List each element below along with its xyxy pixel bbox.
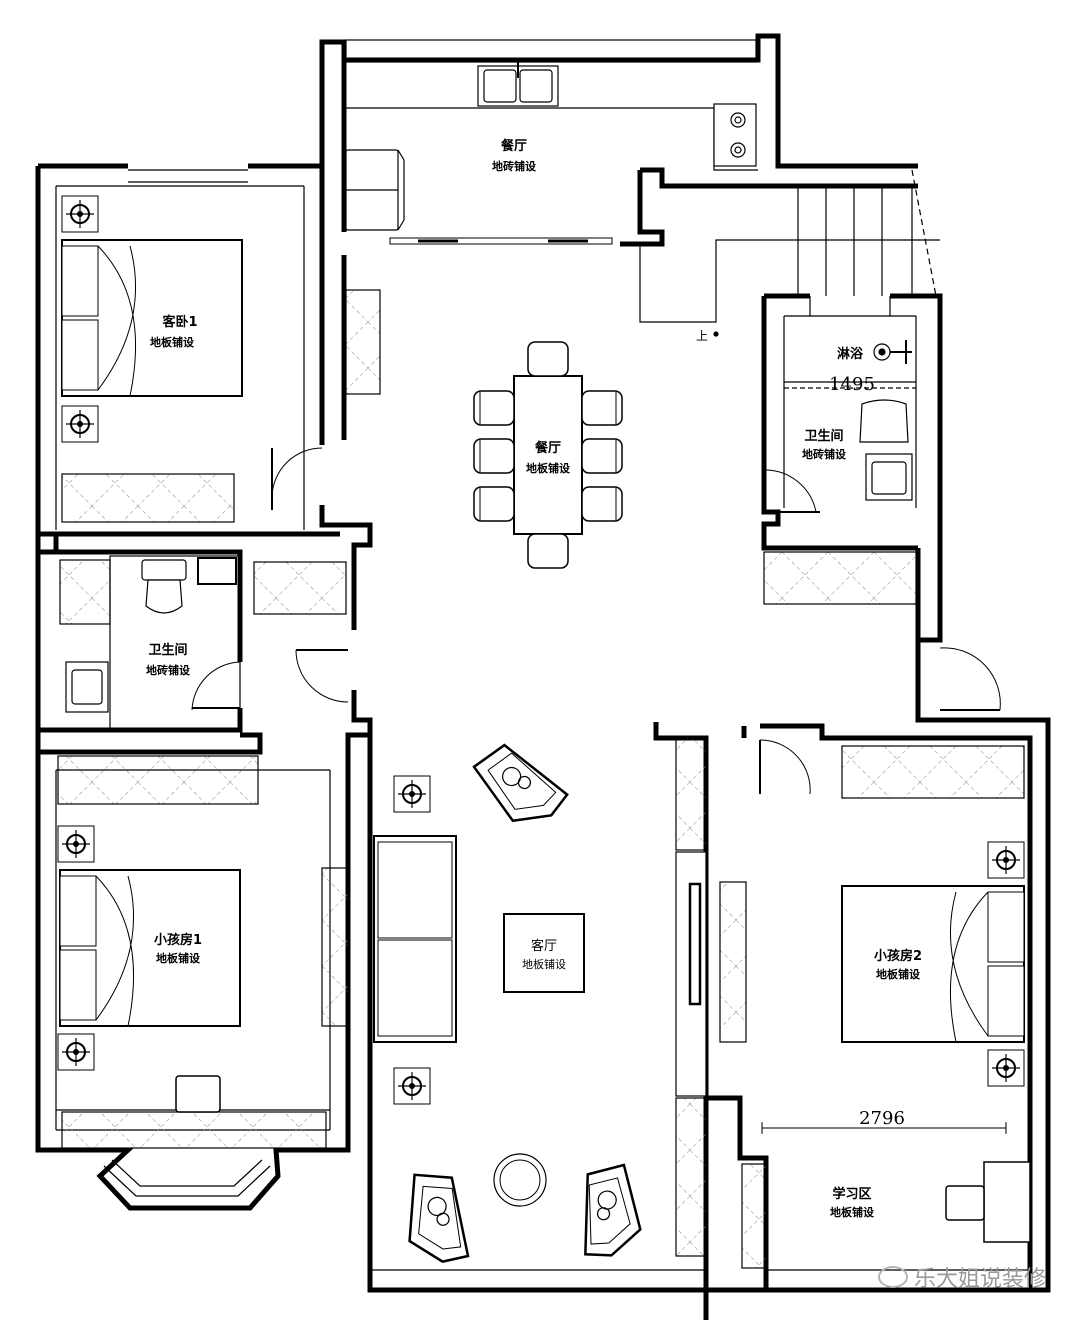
kitchen-fixtures: [344, 62, 758, 231]
walls: [35, 33, 1051, 1320]
bath-left-name: 卫生间: [148, 642, 187, 658]
living-name: 客厅: [531, 938, 557, 954]
staircase: [639, 169, 940, 337]
dining-table: [473, 341, 623, 569]
bath-right-fixtures: [859, 340, 913, 501]
living-floor: 地板铺设: [522, 957, 566, 971]
stairs-up-label: 上: [696, 329, 708, 343]
kid-room-1-name: 小孩房1: [154, 932, 202, 948]
study-width-dimension: 2796: [859, 1108, 905, 1129]
guest-bedroom-floor: 地板铺设: [150, 335, 195, 349]
kitchen-floor: 地砖铺设: [492, 159, 537, 173]
dining-name: 餐厅: [534, 440, 561, 456]
bath-right-floor: 地砖铺设: [802, 447, 847, 461]
bath-left-fixtures: [65, 555, 241, 731]
side-table: [493, 1153, 547, 1207]
dimension-lines: [761, 1122, 1007, 1134]
kid-room-1-floor: 地板铺设: [156, 951, 201, 965]
guest-bed: [61, 239, 243, 397]
bath-right-name: 卫生间: [804, 428, 843, 444]
kid-room-2-floor: 地板铺设: [876, 967, 921, 981]
watermark: 乐大姐说装修: [877, 1261, 1046, 1293]
study-name: 学习区: [832, 1186, 871, 1202]
shower-name: 淋浴: [837, 346, 864, 362]
watermark-text: 乐大姐说装修: [913, 1267, 1046, 1292]
dining-floor: 地板铺设: [526, 461, 571, 475]
kitchen-name: 餐厅: [500, 138, 527, 154]
desk-chairs: [175, 1075, 1031, 1243]
bath-left-floor: 地砖铺设: [146, 663, 191, 677]
bath-width-dimension: 1495: [829, 374, 875, 395]
sliding-door: [389, 237, 613, 245]
kid-bed-2: [841, 885, 1025, 1043]
guest-bedroom-name: 客卧1: [162, 314, 197, 330]
sofa: [373, 835, 457, 1043]
coffee-table: [503, 913, 585, 993]
cabinets: [57, 289, 1025, 1269]
wechat-icon: [877, 1266, 908, 1288]
kid-room-2-name: 小孩房2: [874, 948, 922, 964]
study-floor: 地板铺设: [830, 1205, 875, 1219]
swing-doors: [191, 447, 1001, 795]
room-labels: 餐厅 地砖铺设 客卧1 地板铺设 餐厅 地板铺设 卫生间 地砖铺设 淋浴 149…: [146, 138, 922, 1219]
kid-bed-1: [59, 869, 241, 1027]
